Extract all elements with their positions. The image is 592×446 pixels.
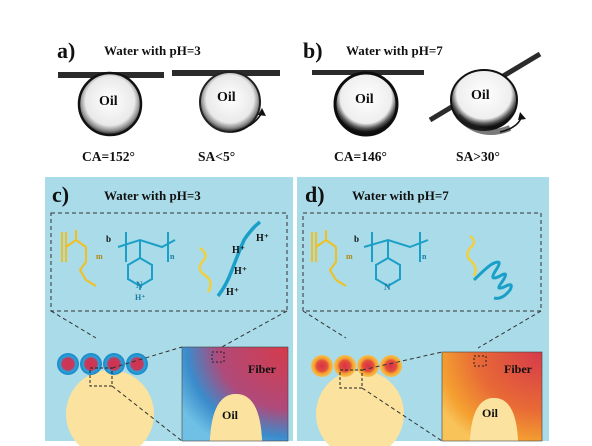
photo-a2	[172, 70, 280, 133]
blue-chain-coiled	[472, 260, 513, 300]
fiber-oil-inset-c	[181, 346, 289, 442]
coated-fiber-bead	[334, 355, 356, 377]
yellow-polymer-block	[311, 230, 347, 287]
subscript-n-d: n	[422, 252, 427, 261]
subscript-m-d: m	[346, 252, 353, 261]
proton-label-4: H⁺	[226, 287, 240, 298]
coated-fiber-bead	[103, 353, 125, 375]
coated-fiber-bead	[380, 355, 402, 377]
oil-droplet-c	[66, 370, 154, 446]
pyridinium-h-c: H⁺	[135, 293, 146, 302]
oil-label-b2: Oil	[471, 88, 490, 103]
fiber-label-d: Fiber	[504, 362, 532, 376]
fiber-label-c: Fiber	[248, 362, 276, 376]
photo-b2	[428, 51, 542, 135]
coated-fiber-bead	[57, 353, 79, 375]
oil-droplet-d	[316, 370, 404, 446]
blue-polymer-block	[117, 232, 176, 290]
proton-label-1: H⁺	[256, 233, 270, 244]
panel-c-letter: c)	[52, 182, 70, 207]
proton-label-3: H⁺	[234, 266, 248, 277]
panel-a-letter: a)	[57, 38, 76, 63]
panel-d-letter: d)	[305, 182, 325, 207]
coated-fiber-bead	[311, 355, 333, 377]
panel-b-letter: b)	[303, 38, 323, 63]
yellow-polymer-block	[61, 230, 97, 287]
panel-b-title: Water with pH=7	[346, 43, 443, 58]
panel-c-schematic	[50, 212, 289, 446]
block-label-b-d: b	[354, 234, 360, 244]
coated-fiber-bead	[126, 353, 148, 375]
subscript-m-c: m	[96, 252, 103, 261]
pyridine-n-d: N	[384, 282, 391, 292]
coated-fiber-bead	[357, 355, 379, 377]
panel-c-title: Water with pH=3	[104, 188, 201, 203]
coated-fiber-bead	[80, 353, 102, 375]
oil-label-a2: Oil	[217, 90, 236, 105]
panel-d-title: Water with pH=7	[352, 188, 449, 203]
blue-chain-stretched	[216, 220, 262, 298]
photo-a1	[58, 71, 164, 137]
fiber-oil-inset-d	[441, 351, 543, 442]
block-label-b-c: b	[106, 234, 112, 244]
sliding-angle-a: SA<5°	[198, 149, 236, 164]
oil-label-a1: Oil	[99, 94, 118, 109]
contact-angle-a: CA=152°	[82, 149, 135, 164]
photo-b1	[312, 70, 424, 137]
panel-d-schematic	[302, 212, 543, 446]
panel-a-title: Water with pH=3	[104, 43, 201, 58]
oil-label-d: Oil	[482, 406, 499, 420]
sliding-angle-b: SA>30°	[456, 149, 500, 164]
yellow-chain-extended	[466, 235, 477, 277]
blue-polymer-block	[363, 232, 429, 288]
oil-label-c: Oil	[222, 408, 239, 422]
yellow-chain-extended	[198, 246, 212, 293]
oil-label-b1: Oil	[355, 92, 374, 107]
subscript-n-c: n	[170, 252, 175, 261]
contact-angle-b: CA=146°	[334, 149, 387, 164]
pyridine-n-c: N	[136, 280, 143, 290]
proton-label-2: H⁺	[232, 245, 246, 256]
